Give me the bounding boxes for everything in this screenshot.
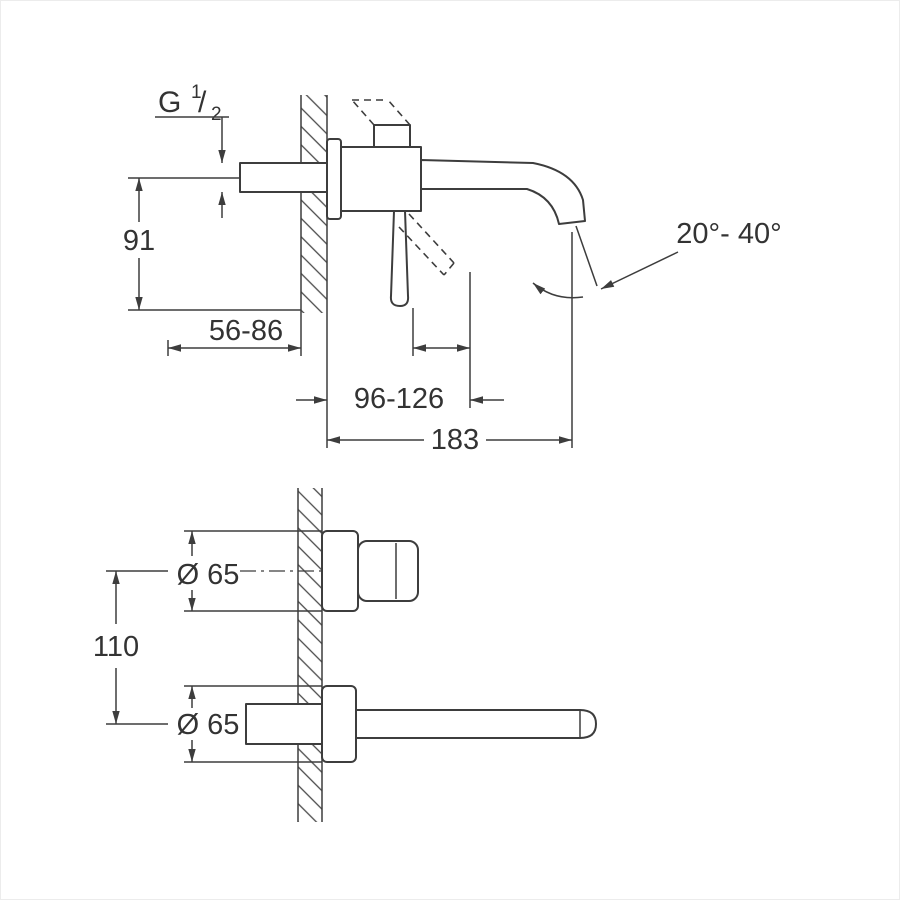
hole-spacing-label: 110 — [93, 631, 139, 663]
spout-escutcheon — [321, 685, 357, 763]
front-view: Ø 65 110 Ø 65 — [93, 488, 597, 822]
leader-line — [600, 251, 679, 290]
dim-dia-top: Ø 65 — [177, 530, 322, 612]
water-stream-line — [575, 225, 598, 287]
handle-stub — [373, 124, 411, 148]
spout — [420, 159, 586, 225]
dim-110: 110 — [93, 570, 168, 725]
thread-label-denominator: 2 — [211, 104, 222, 125]
wall-hatch — [298, 488, 322, 822]
thread-label-prefix: G — [158, 86, 181, 119]
handle-lever — [389, 210, 410, 307]
supply-pipe-body — [239, 162, 328, 193]
dim-height-label: 91 — [123, 225, 155, 257]
dia-bottom-label: Ø 65 — [177, 709, 240, 741]
handle-swing-dashed — [408, 213, 455, 264]
supply-pipe — [239, 162, 328, 193]
dim-91: 91 — [123, 177, 301, 311]
dim-depth-range-label: 56-86 — [209, 315, 283, 347]
side-view: G 1 / 2 91 56-86 96 — [123, 82, 782, 456]
dim-96-126: 96-126 — [296, 272, 504, 448]
dim-56-86: 56-86 — [167, 313, 302, 356]
handle-escutcheon — [321, 530, 359, 612]
angle-range-label: 20°- 40° — [676, 218, 781, 250]
handle-up-dashed — [351, 99, 375, 126]
spout-trim — [245, 685, 597, 763]
dim-handle-range-label: 96-126 — [354, 383, 444, 415]
handle-swing-dashed — [443, 262, 455, 276]
handle-knob — [357, 540, 419, 602]
thread-label-numerator: 1 — [191, 82, 202, 103]
wall-escutcheon — [326, 138, 342, 220]
handle-positions-dashed — [351, 99, 455, 276]
wall-section — [297, 488, 323, 822]
dim-thread: G 1 / 2 — [155, 82, 229, 218]
handle-up-dashed — [387, 99, 411, 126]
swivel-arc-arrow — [532, 282, 584, 299]
dim-183: 183 — [327, 232, 573, 456]
dim-dia-bottom: Ø 65 — [177, 685, 322, 763]
dia-top-label: Ø 65 — [177, 559, 240, 591]
faucet-body — [326, 124, 586, 307]
wall-hatch — [301, 95, 327, 313]
supply-stub — [245, 703, 323, 745]
dim-reach-label: 183 — [431, 424, 479, 456]
mixer-housing — [340, 146, 422, 212]
spout-front — [355, 709, 597, 739]
dim-angle: 20°- 40° — [532, 218, 782, 299]
wall-section — [300, 95, 328, 313]
thread-label-slash: / — [198, 86, 207, 119]
handle-trim — [240, 530, 419, 612]
handle-swing-dashed — [398, 226, 445, 276]
